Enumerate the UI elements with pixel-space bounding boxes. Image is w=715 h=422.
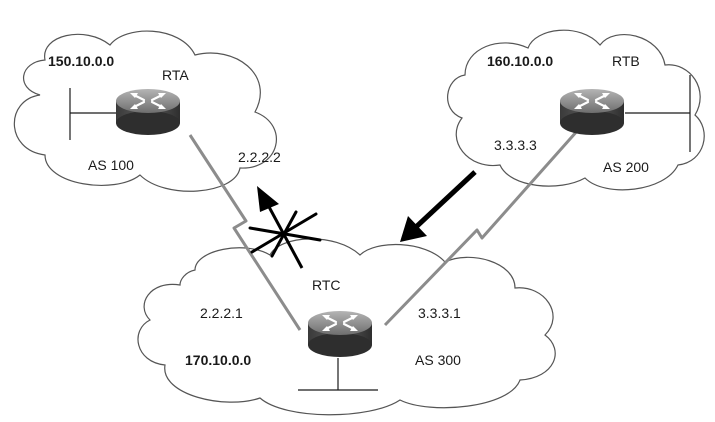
rtb-name-label: RTB: [612, 53, 640, 69]
cloud-icon: [13, 29, 705, 416]
serial-link-icon: [383, 129, 580, 327]
rtb-as-label: AS 200: [603, 159, 649, 175]
router-icon-rtb: [558, 87, 626, 137]
link-rta-rtc: [188, 134, 302, 331]
rta-ip-label: 2.2.2.2: [238, 149, 281, 165]
rta-network-label: 150.10.0.0: [48, 53, 114, 69]
rtc-as-label: AS 300: [415, 352, 461, 368]
rtb-ip-label: 3.3.3.3: [494, 137, 537, 153]
router-icon-rtc: [306, 309, 374, 359]
router-icon-rta: [114, 87, 182, 137]
rtc-ip-to-rtb-label: 3.3.3.1: [418, 305, 461, 321]
rtc-name-label: RTC: [312, 277, 341, 293]
arrow-icon-update: [400, 170, 477, 242]
rta-name-label: RTA: [162, 67, 189, 83]
rta-as-label: AS 100: [88, 157, 134, 173]
rtb-network-label: 160.10.0.0: [487, 53, 553, 69]
rtc-ip-to-rta-label: 2.2.2.1: [200, 305, 243, 321]
arrow-icon-withdraw: [257, 186, 304, 269]
rtc-network-label: 170.10.0.0: [185, 352, 251, 368]
